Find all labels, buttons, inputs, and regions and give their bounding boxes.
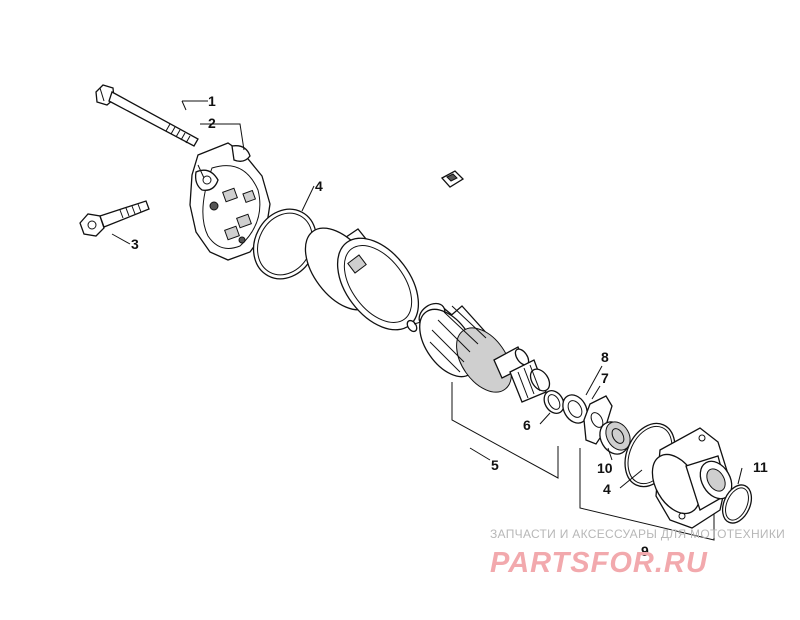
callout-1: 1 [208, 93, 216, 109]
part-7-washer-hole [567, 400, 583, 418]
callout-7: 7 [601, 370, 609, 386]
part-11-o-ring-inner [725, 487, 749, 521]
callout-11: 11 [753, 459, 768, 475]
small-clip [440, 170, 465, 188]
callout-labels: 1 2 3 4 5 6 7 8 10 4 9 11 [131, 93, 768, 559]
callout-3: 3 [131, 236, 139, 252]
part-11-o-ring [721, 484, 753, 524]
part-motor-housing [304, 227, 420, 331]
callout-5: 5 [491, 457, 499, 473]
watermark: ЗАПЧАСТИ И АКСЕССУАРЫ ДЛЯ МОТОТЕХНИКИ PA… [490, 527, 785, 579]
part-10-bearing [599, 421, 631, 455]
part-9-front-housing [651, 427, 733, 529]
callout-4-left: 4 [315, 178, 323, 194]
part-1-through-bolt [95, 84, 199, 147]
callout-10: 10 [597, 460, 613, 476]
callout-4-right: 4 [603, 481, 611, 497]
callout-9: 9 [641, 543, 649, 559]
part-3-mounting-bolt [79, 200, 150, 237]
watermark-tagline: ЗАПЧАСТИ И АКСЕССУАРЫ ДЛЯ МОТОТЕХНИКИ [490, 527, 785, 541]
callout-6: 6 [523, 417, 531, 433]
callout-8: 8 [601, 349, 609, 365]
part-6-washer-hole [547, 394, 561, 410]
watermark-brand: PARTSFOR.RU [490, 547, 708, 579]
leader-lines [111, 100, 743, 541]
part-2-end-cap [189, 142, 271, 261]
part-5-armature [406, 302, 551, 403]
callout-2: 2 [208, 115, 216, 131]
